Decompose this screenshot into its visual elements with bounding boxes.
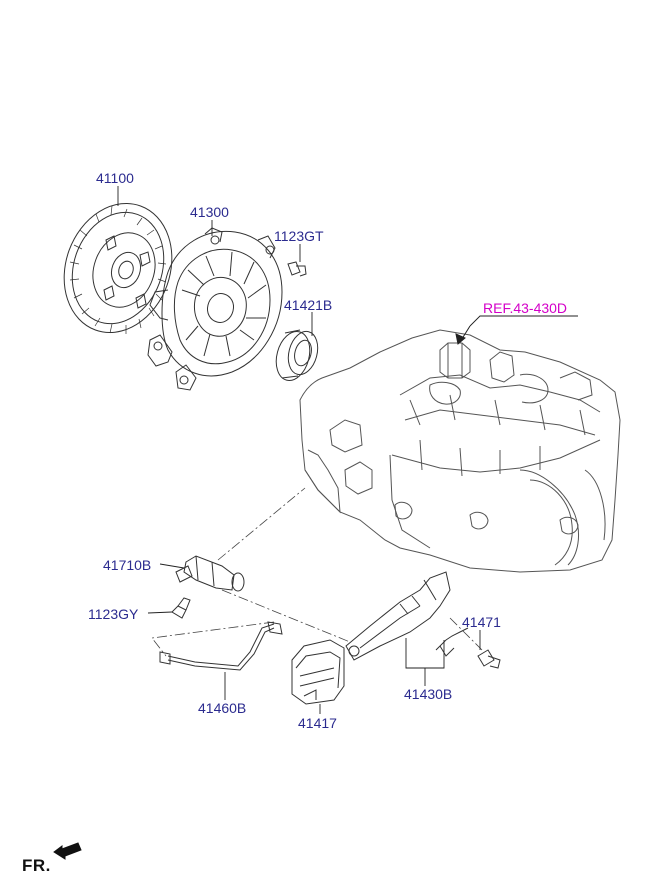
bolt-upper [287, 261, 307, 277]
pivot-bolt [477, 649, 501, 669]
part-label-41471: 41471 [462, 614, 501, 630]
transmission-housing [299, 329, 621, 573]
part-label-41430b: 41430B [404, 686, 453, 702]
part-label-41300: 41300 [190, 204, 229, 220]
guide-line [151, 621, 275, 657]
front-direction-label: FR. [22, 856, 51, 875]
release-fork [345, 571, 451, 661]
front-direction-arrow-icon [53, 842, 82, 860]
part-label-41710b: 41710B [103, 557, 152, 573]
leader-line [469, 315, 578, 327]
release-cylinder [175, 555, 245, 592]
release-bearing [275, 329, 319, 382]
leader-line [405, 638, 445, 669]
ref-arrow-head [455, 333, 466, 345]
guide-line [217, 487, 306, 561]
part-label-1123gy: 1123GY [88, 606, 139, 622]
part-label-41417: 41417 [298, 715, 337, 731]
guide-line [221, 589, 351, 643]
part-label-1123gt: 1123GT [274, 228, 324, 244]
pressure-plate [147, 227, 283, 391]
clutch-tube [159, 621, 283, 671]
part-label-41421b: 41421B [284, 297, 333, 313]
part-label-41100: 41100 [96, 170, 134, 186]
reference-label: REF.43-430D [483, 300, 568, 316]
clutch-disc [63, 202, 173, 334]
leader-line [147, 611, 173, 614]
leader-line [159, 563, 185, 569]
release-fork-boot [291, 639, 345, 705]
bolt-lower [171, 597, 191, 619]
part-label-41460b: 41460B [198, 700, 247, 716]
fork-spring-clip [435, 627, 469, 657]
guide-line [449, 617, 483, 651]
